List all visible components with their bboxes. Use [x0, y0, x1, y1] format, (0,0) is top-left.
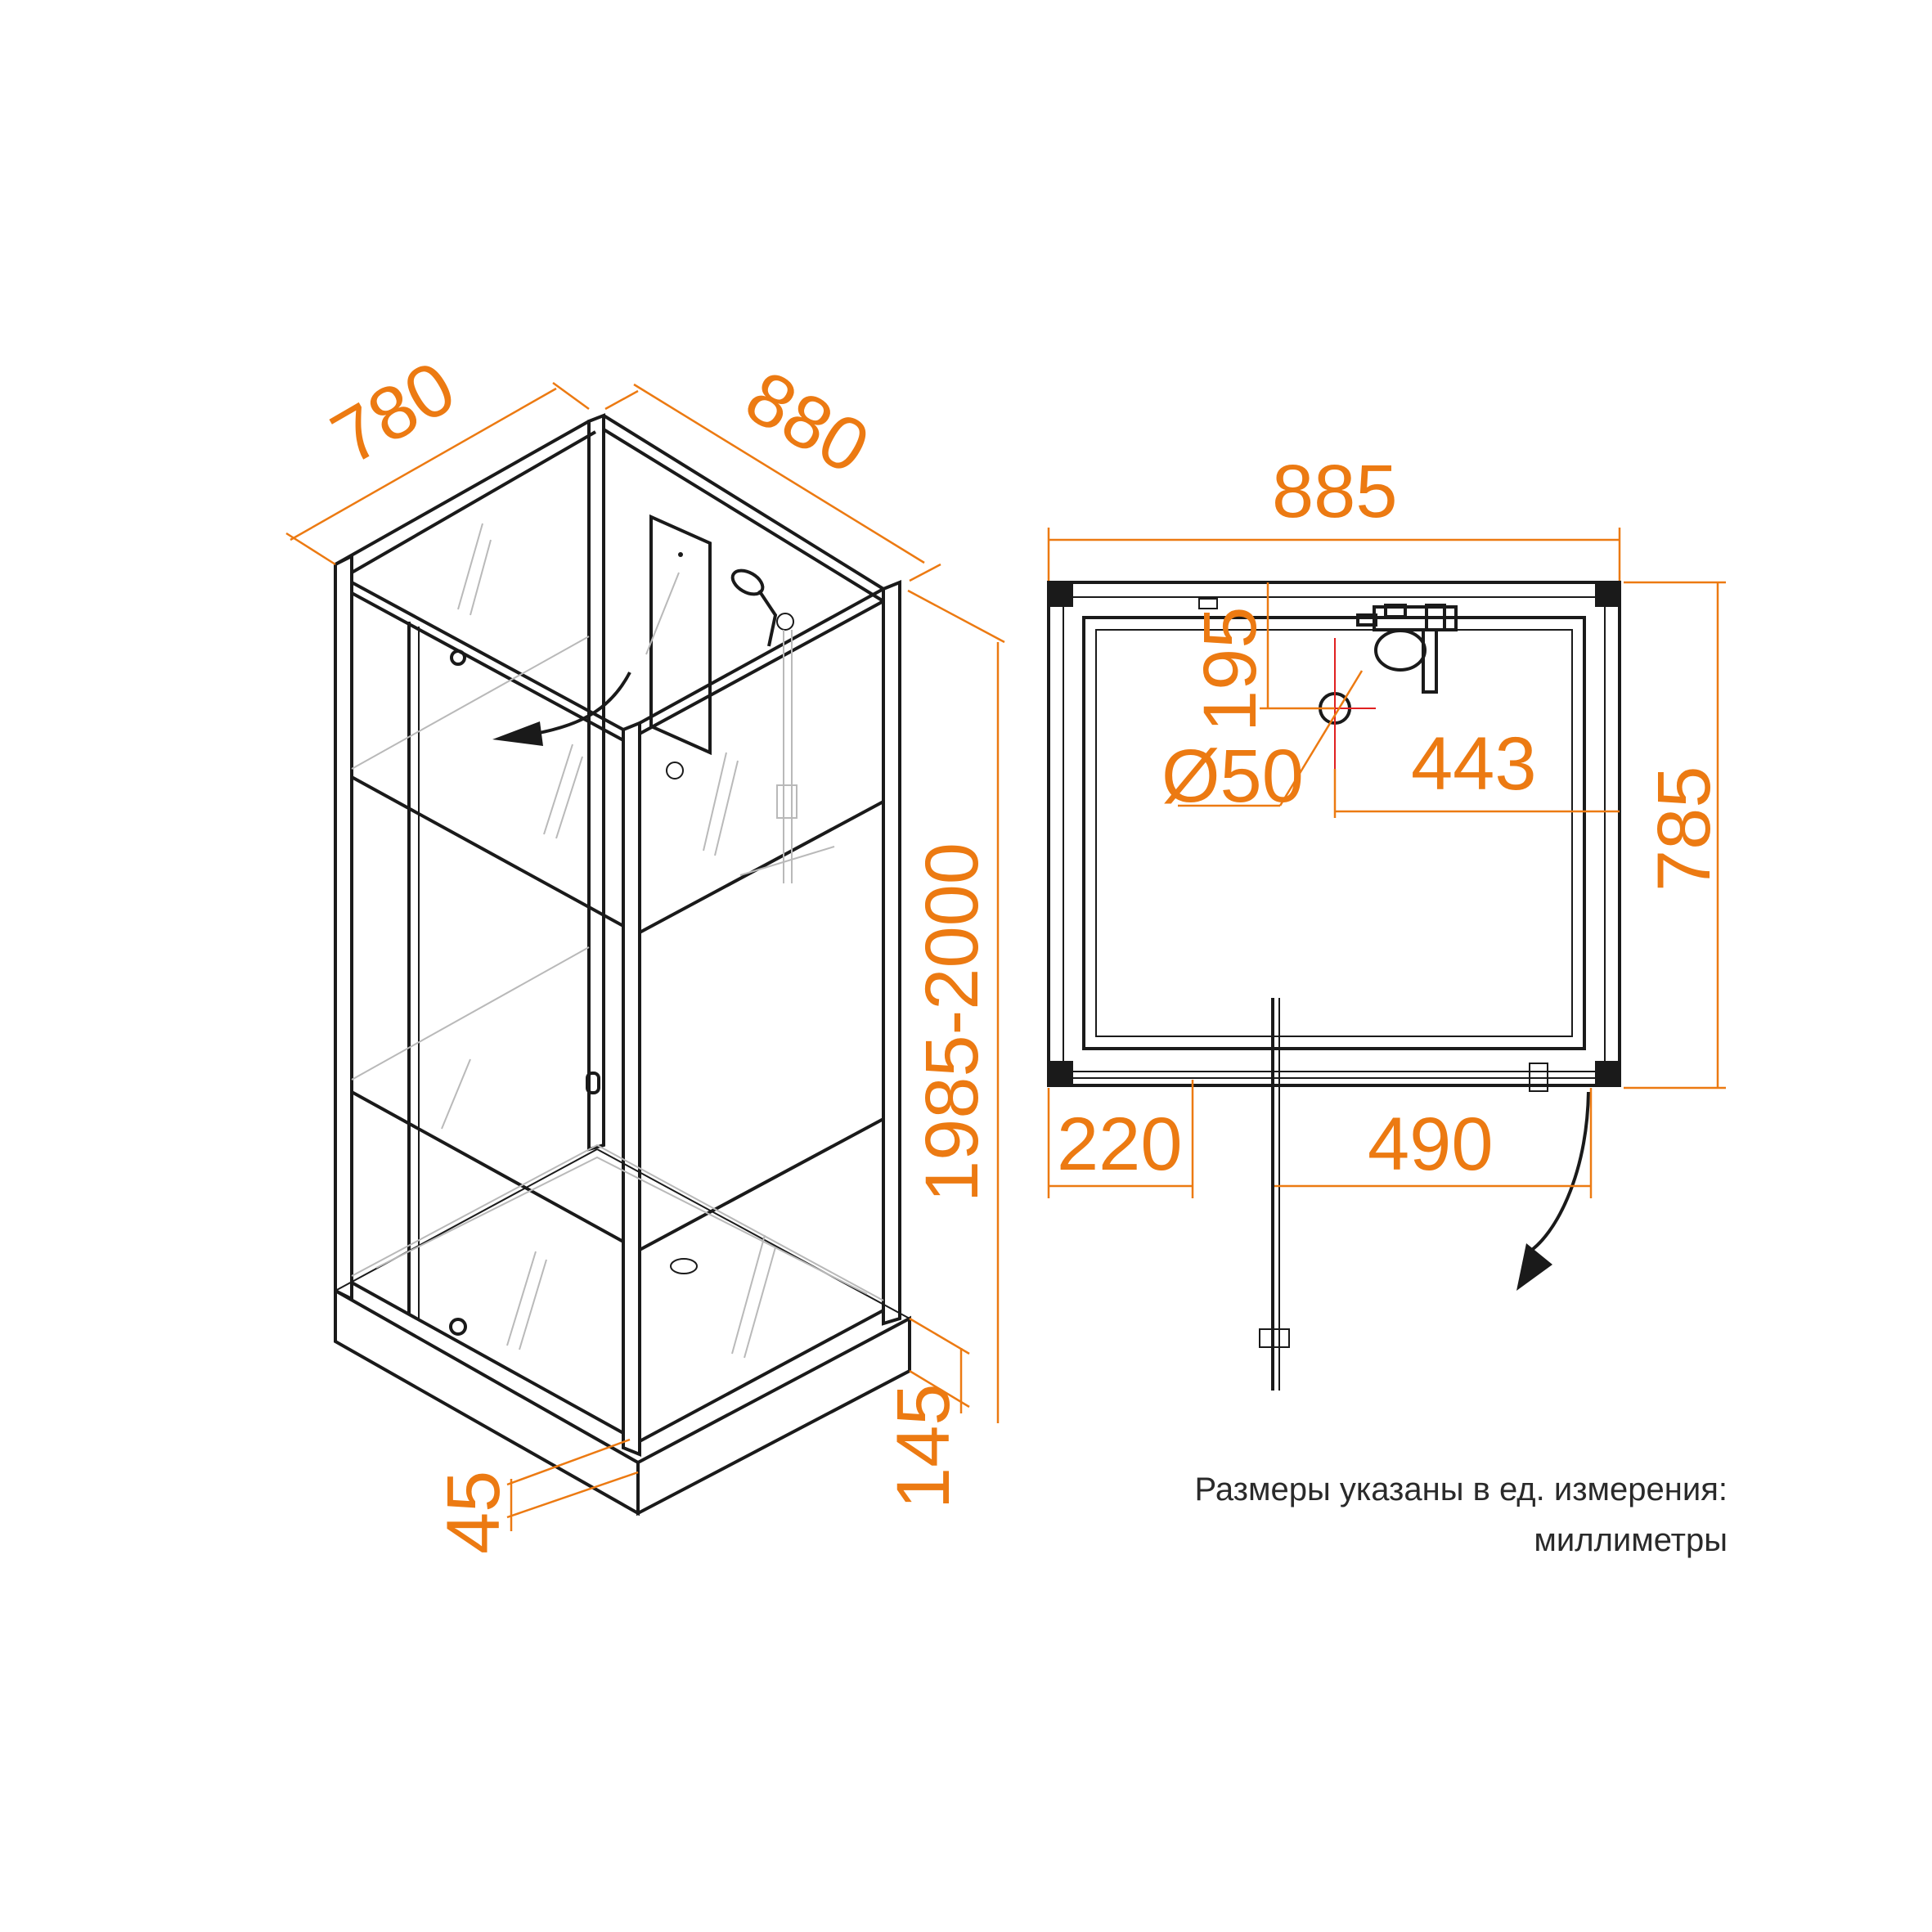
corner-block-bl — [1049, 1061, 1073, 1085]
plan-tray — [1082, 616, 1586, 1050]
top-frame-left — [335, 420, 590, 566]
plan-dimensions — [1047, 528, 1726, 1198]
corner-post-left — [334, 553, 353, 1302]
bottom-frame-right — [639, 1309, 884, 1443]
shower-head-icon — [730, 568, 835, 883]
dim-profile: 45 — [432, 1471, 515, 1554]
corner-post-right — [882, 580, 901, 1326]
iso-dimensions — [285, 381, 1005, 1531]
top-frame-back-inner — [602, 428, 885, 603]
dim-plan-depth: 785 — [1642, 766, 1726, 892]
band-right-top — [639, 800, 884, 934]
isometric-view — [334, 413, 911, 1516]
top-frame-front-right — [639, 587, 884, 725]
top-frame-front-left — [351, 581, 624, 731]
dim-depth-780: 780 — [318, 345, 469, 480]
rear-panel-dot — [678, 552, 683, 557]
dim-height: 1985-2000 — [910, 842, 994, 1202]
mixer-icon — [1356, 604, 1458, 694]
dim-plan-width: 885 — [1272, 450, 1398, 533]
plan-door-swing-arc — [1528, 1091, 1590, 1253]
bottom-frame-left — [351, 1281, 624, 1435]
top-frame-back — [602, 414, 885, 591]
interior-back-left — [351, 636, 590, 770]
plan-view — [1047, 581, 1621, 1391]
units-note: Размеры указаны в ед. измерения: миллиме… — [1195, 1464, 1728, 1566]
plan-frame-inner — [1063, 596, 1606, 1072]
handle-bottom — [449, 1318, 467, 1336]
units-note-line2: миллиметры — [1534, 1522, 1728, 1558]
door-swing-arrowhead — [492, 721, 543, 746]
wall-fitting — [666, 762, 684, 780]
dim-drain-diameter: Ø50 — [1161, 735, 1304, 818]
top-frame-left-inner — [351, 430, 596, 574]
plan-door-swing-arrowhead — [1516, 1243, 1552, 1291]
door-handle — [586, 1072, 600, 1094]
rear-panel — [649, 514, 712, 756]
tray-side — [636, 1315, 911, 1516]
dim-width-880: 880 — [732, 355, 883, 490]
glass-reflections — [441, 523, 776, 1359]
corner-post-back — [587, 413, 605, 1152]
plan-bracket-top — [1198, 598, 1218, 609]
band-left-top — [351, 775, 624, 928]
dim-drain-to-wall: 443 — [1411, 722, 1537, 806]
dim-left-panel: 220 — [1057, 1103, 1183, 1186]
plan-outer-frame — [1047, 581, 1621, 1087]
interior-back-left-low — [351, 946, 590, 1081]
corner-block-tr — [1595, 582, 1620, 607]
tray-back-edge — [335, 1148, 598, 1292]
handle-top — [450, 649, 466, 666]
units-note-line1: Размеры указаны в ед. измерения: — [1194, 1471, 1728, 1507]
band-left-bottom — [351, 1090, 624, 1243]
interior-tray-inner — [375, 1156, 868, 1295]
plan-bracket-bottom — [1529, 1063, 1548, 1092]
plan-tray-inner — [1095, 629, 1573, 1037]
corner-block-br — [1595, 1061, 1620, 1085]
dim-tray-height: 145 — [882, 1384, 965, 1510]
drain-iso — [670, 1258, 698, 1274]
tray-back-edge-2 — [596, 1148, 910, 1319]
dim-drain-offset: 195 — [1188, 607, 1272, 733]
band-right-bottom — [639, 1117, 884, 1251]
dim-door-opening: 490 — [1368, 1103, 1494, 1186]
corner-block-tl — [1049, 582, 1073, 607]
corner-post-front — [622, 721, 641, 1457]
top-frame-front-left-2 — [351, 591, 624, 742]
plan-door-handle — [1259, 1328, 1290, 1348]
interior-tray-edge — [351, 1143, 884, 1301]
top-frame-front-right-2 — [639, 600, 884, 735]
